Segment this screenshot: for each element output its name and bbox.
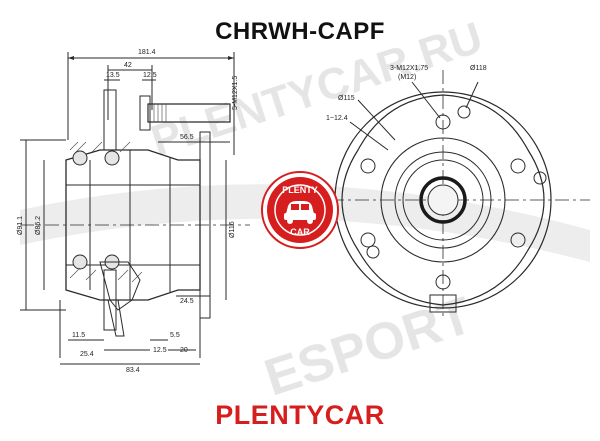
- dim-holes: 3-M12X1.75: [390, 65, 428, 72]
- dim-dia-115: Ø115: [338, 95, 355, 102]
- badge-top-text: PLENTY: [282, 185, 318, 195]
- plentycar-badge: PLENTY CAR: [261, 171, 339, 249]
- dim-12-5: 12.5: [143, 72, 157, 79]
- dim-holes-note: (M12): [398, 74, 416, 81]
- dim-dia-86-2: Ø86.2: [35, 216, 42, 235]
- dim-flange-width: 42: [124, 62, 132, 69]
- dim-overall-width: 181.4: [138, 49, 156, 56]
- brand-footer: PLENTYCAR: [215, 400, 385, 430]
- dim-angle: 1~12.4: [326, 115, 348, 122]
- dim-24-5: 24.5: [180, 298, 194, 305]
- dim-11-5: 11.5: [72, 332, 85, 339]
- dim-20: 20: [180, 347, 188, 354]
- car-icon: [284, 201, 316, 224]
- dim-12-5b: 12.5: [153, 347, 167, 354]
- dim-dia-118: Ø118: [470, 65, 487, 72]
- front-view-labels: 3-M12X1.75 (M12) Ø118 Ø115 1~12.4: [326, 65, 487, 122]
- side-view: [20, 52, 250, 365]
- dim-dia-116: Ø116: [229, 221, 236, 238]
- side-view-labels: 181.4 42 13.5 12.5 56.5 5-M12X1.5 Ø91.1 …: [17, 49, 239, 374]
- dim-13-5: 13.5: [106, 72, 120, 79]
- dim-83-4: 83.4: [126, 367, 140, 374]
- dim-5-5: 5.5: [170, 332, 180, 339]
- dim-stud-thread: 5-M12X1.5: [232, 76, 239, 110]
- front-view: [330, 70, 590, 318]
- dim-25-4: 25.4: [80, 351, 94, 358]
- dim-56-5: 56.5: [180, 134, 194, 141]
- dim-dia-91-1: Ø91.1: [17, 216, 24, 235]
- badge-bottom-text: CAR: [290, 227, 310, 237]
- part-code-title: CHRWH-CAPF: [215, 18, 385, 45]
